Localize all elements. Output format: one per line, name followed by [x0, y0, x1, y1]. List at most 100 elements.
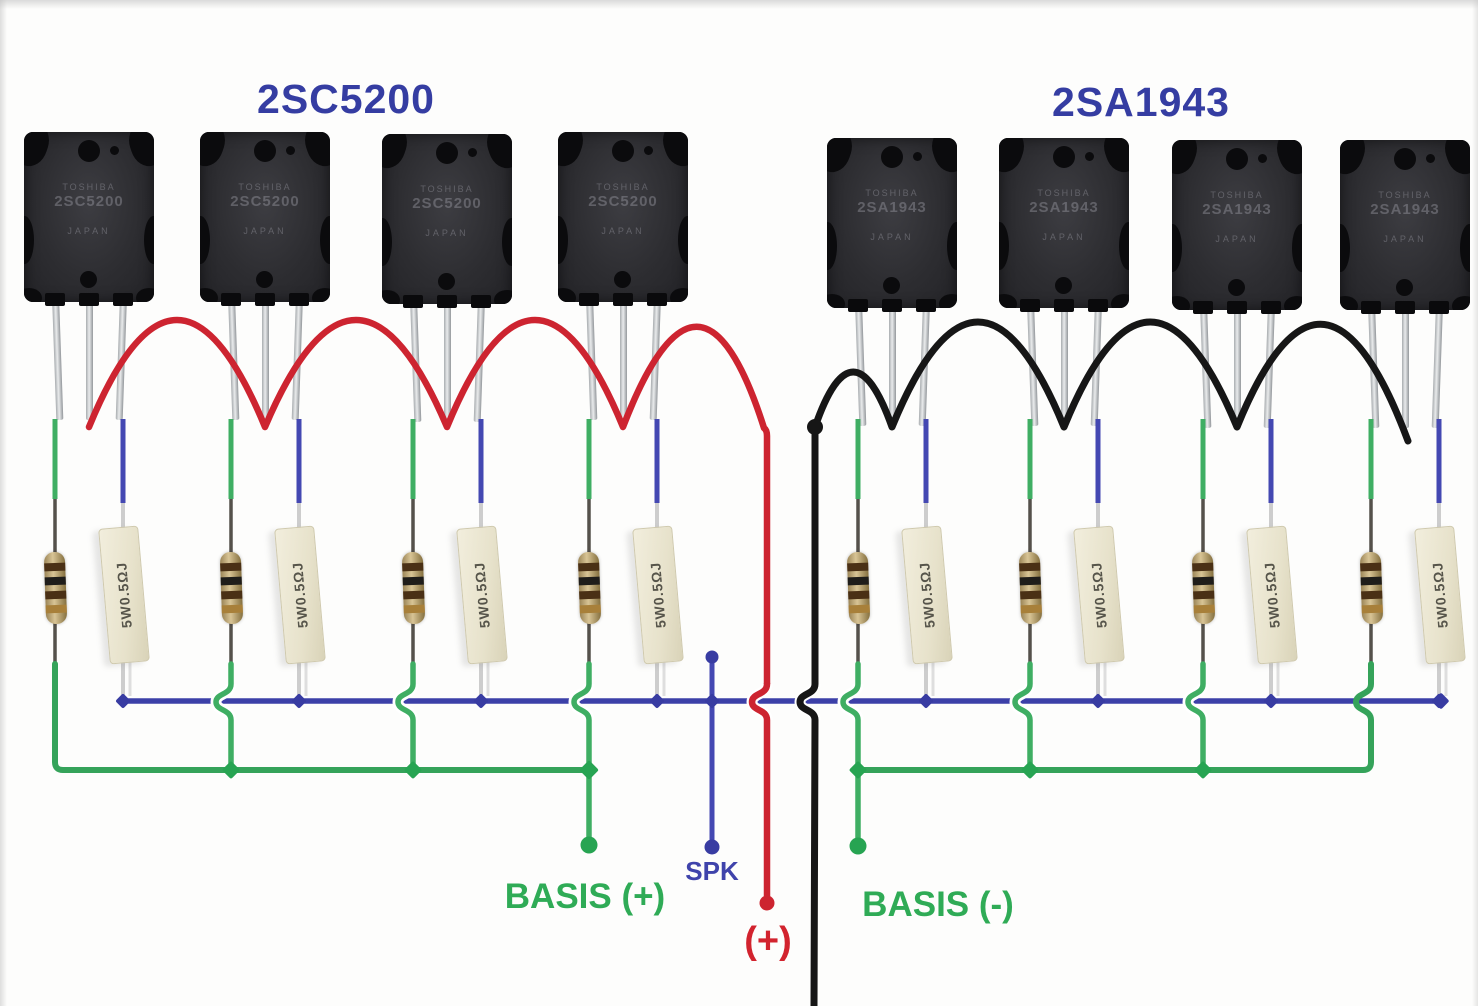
collector-wire-black-arcs	[811, 318, 1412, 445]
resistor-color-band	[578, 576, 600, 586]
resistor-color-band	[1019, 576, 1041, 586]
ceramic-resistor-8: 5W0.5ΩJ	[1414, 525, 1466, 665]
bottom-hole	[256, 271, 273, 288]
part-number-marking: 2SA1943	[1202, 201, 1272, 219]
corner-notch-bl	[382, 290, 400, 304]
ceramic-resistor-label: 5W0.5ΩJ	[289, 561, 311, 629]
carbon-resistor-4	[577, 551, 601, 625]
corner-notch-bl	[24, 288, 42, 302]
mold-dot	[1085, 152, 1094, 161]
corner-notch-br	[136, 288, 154, 302]
basis-minus-label: BASIS (-)	[862, 885, 1014, 924]
edge-notch-left	[200, 216, 210, 264]
resistor-color-band	[44, 576, 66, 586]
leg-shoulder	[1020, 299, 1040, 312]
spk-stub-top-dot	[705, 650, 719, 664]
brand-marking: TOSHIBA	[1210, 190, 1264, 200]
resistor-color-band	[220, 590, 242, 600]
resistor-color-band	[848, 604, 870, 614]
blue-bus-junction-dot	[1091, 694, 1105, 708]
ceramic-resistor-4: 5W0.5ΩJ	[632, 525, 684, 665]
leg-shoulder	[1429, 301, 1449, 314]
collector-leg	[1401, 304, 1409, 428]
resistor-color-band	[1018, 562, 1040, 572]
ceramic-resistor-5: 5W0.5ΩJ	[901, 525, 953, 665]
mold-dot	[468, 148, 477, 157]
ceramic-resistor-3: 5W0.5ΩJ	[456, 525, 508, 665]
mold-dot	[286, 146, 295, 155]
right-group-title: 2SA1943	[1052, 79, 1230, 125]
edge-notch-right	[1119, 222, 1129, 270]
mounting-hole	[1053, 146, 1075, 168]
collector-leg	[888, 302, 896, 426]
green-bus-junction-dot	[579, 760, 599, 780]
origin-marking: JAPAN	[1383, 234, 1427, 244]
photo-edge-shade-left	[0, 0, 7, 1006]
edge-notch-right	[947, 222, 957, 270]
part-number-marking: 2SA1943	[857, 199, 927, 217]
basis-plus-terminal-dot	[580, 836, 598, 854]
edge-notch-right	[1292, 224, 1302, 272]
resistor-color-band	[1192, 590, 1214, 600]
photo-edge-shade-right	[1472, 0, 1478, 1006]
collector-leg	[1060, 302, 1068, 426]
leg-shoulder	[403, 295, 423, 308]
ceramic-resistor-label: 5W0.5ΩJ	[471, 561, 493, 629]
resistor-color-band	[847, 590, 869, 600]
resistor-color-band	[579, 604, 601, 614]
base-wire-green-bottom	[1012, 661, 1033, 773]
mold-dot	[110, 146, 119, 155]
resistor-color-band	[220, 576, 242, 586]
corner-notch-bl	[1340, 296, 1358, 310]
leg-shoulder	[1088, 299, 1108, 312]
ceramic-resistor-label: 5W0.5ΩJ	[113, 561, 135, 629]
leg-shoulder	[579, 293, 599, 306]
edge-notch-left	[558, 216, 568, 264]
origin-marking: JAPAN	[67, 226, 111, 236]
edge-notch-left	[1340, 224, 1350, 272]
edge-notch-left	[24, 216, 34, 264]
part-number-marking: 2SA1943	[1029, 199, 1099, 217]
corner-notch-bl	[827, 294, 845, 308]
base-bus-green-left	[52, 661, 592, 773]
brand-marking: TOSHIBA	[596, 182, 650, 192]
resistor-color-band	[1019, 590, 1041, 600]
basis-plus-label: BASIS (+)	[504, 877, 666, 916]
resistor-color-band	[1020, 604, 1042, 614]
resistor-color-band	[219, 562, 241, 572]
collector-leg	[85, 296, 93, 420]
brand-marking: TOSHIBA	[420, 184, 474, 194]
part-number-marking: 2SC5200	[230, 193, 300, 211]
resistor-color-band	[1361, 604, 1383, 614]
resistor-color-band	[847, 576, 869, 586]
blue-bus-junction-dot	[650, 694, 664, 708]
green-bus-junction-dot	[1194, 761, 1212, 779]
green-bus-junction-dot	[404, 761, 422, 779]
edge-notch-right	[502, 218, 512, 266]
edge-notch-left	[999, 222, 1009, 270]
resistor-color-band	[1359, 562, 1381, 572]
corner-notch-bl	[999, 294, 1017, 308]
carbon-resistor-8	[1359, 551, 1383, 625]
resistor-color-band	[577, 562, 599, 572]
carbon-resistor-2	[219, 551, 243, 625]
black-wire-start-dot	[807, 419, 823, 435]
leg-shoulder	[79, 293, 99, 306]
origin-marking: JAPAN	[1215, 234, 1259, 244]
mounting-hole	[254, 140, 276, 162]
carbon-resistor-6	[1018, 551, 1042, 625]
corner-notch-br	[494, 290, 512, 304]
brand-marking: TOSHIBA	[62, 182, 116, 192]
